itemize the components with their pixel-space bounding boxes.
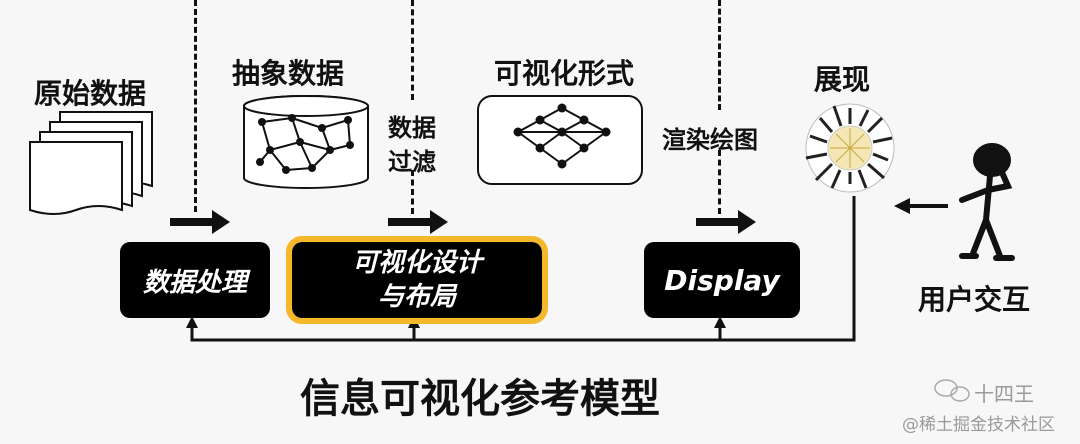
presentation-radial-chart-icon bbox=[805, 103, 895, 193]
feedback-loop bbox=[190, 196, 856, 342]
raw-data-documents-icon bbox=[29, 111, 153, 215]
data-filter-label-1: 数据 bbox=[388, 114, 436, 142]
watermark-site: @稀土掘金技术社区 bbox=[902, 415, 1055, 435]
user-figure-icon bbox=[959, 143, 1015, 261]
visual-form-label: 可视化形式 bbox=[494, 57, 635, 90]
abstract-data-label: 抽象数据 bbox=[232, 57, 345, 90]
separator-3 bbox=[718, 0, 721, 110]
design-layout-box[interactable]: 可视化设计 与布局 bbox=[286, 236, 548, 324]
design-layout-box-label-2: 与布局 bbox=[377, 282, 456, 312]
user-interaction-label: 用户交互 bbox=[918, 283, 1031, 316]
watermark-chat-icon bbox=[934, 379, 970, 402]
processing-box-label: 数据处理 bbox=[142, 267, 247, 298]
design-layout-box-label-1: 可视化设计 bbox=[351, 248, 482, 278]
display-box-label: Display bbox=[664, 263, 780, 297]
display-box[interactable]: Display bbox=[644, 242, 800, 318]
presentation-label: 展现 bbox=[814, 63, 871, 96]
separator-3-lower bbox=[718, 150, 721, 214]
visual-form-graph-icon bbox=[477, 95, 643, 185]
processing-box[interactable]: 数据处理 bbox=[120, 242, 270, 318]
raw-data-label: 原始数据 bbox=[34, 77, 147, 110]
separator-1 bbox=[194, 0, 197, 212]
separator-2-lower bbox=[411, 170, 414, 214]
render-label: 渲染绘图 bbox=[662, 126, 758, 154]
diagram-caption: 信息可视化参考模型 bbox=[300, 376, 660, 422]
watermark-account: 十四王 bbox=[974, 382, 1034, 406]
abstract-data-graph-icon bbox=[243, 95, 369, 189]
interaction-arrow bbox=[894, 198, 948, 214]
separator-2 bbox=[411, 0, 414, 100]
